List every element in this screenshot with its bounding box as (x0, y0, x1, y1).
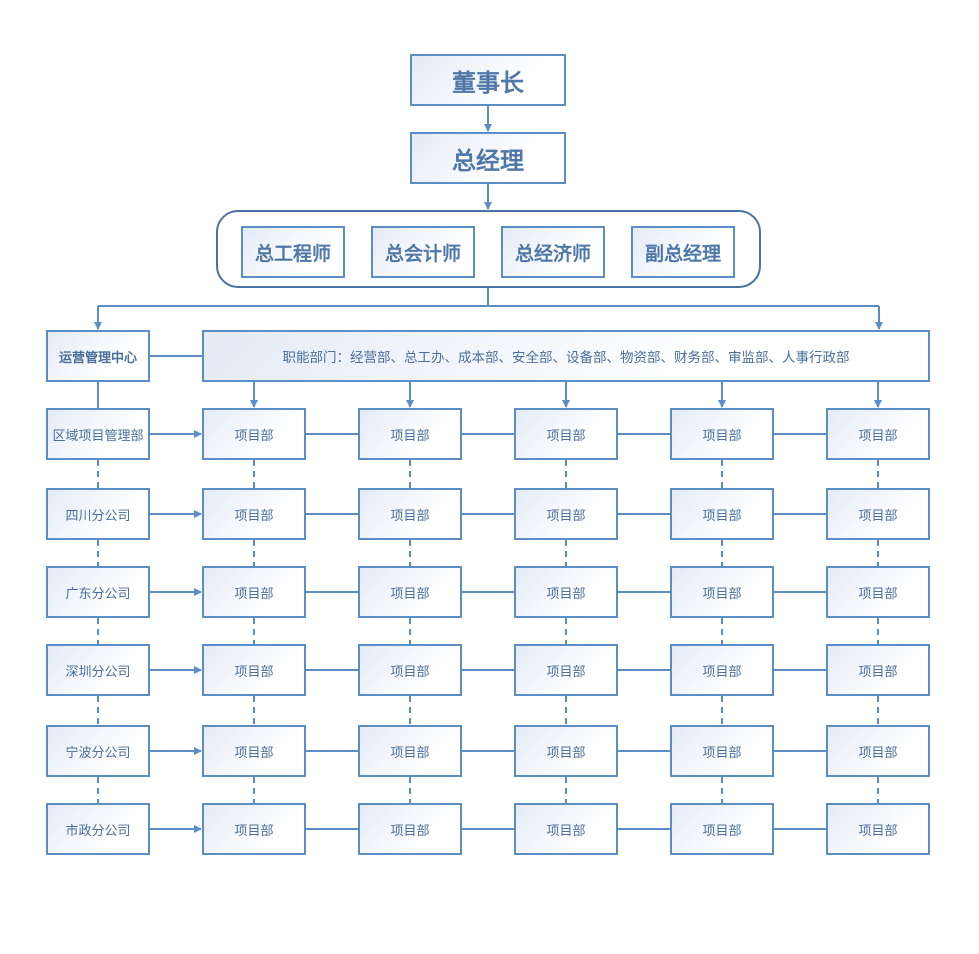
operations-center-box: 运营管理中心 (46, 330, 150, 382)
branch-box: 市政分公司 (46, 803, 150, 855)
project-department-box: 项目部 (358, 488, 462, 540)
project-department-box: 项目部 (826, 803, 930, 855)
project-department-box: 项目部 (202, 488, 306, 540)
project-department-box: 项目部 (202, 644, 306, 696)
project-department-box: 项目部 (358, 644, 462, 696)
project-department-box: 项目部 (358, 803, 462, 855)
general-manager-box: 总经理 (410, 132, 566, 184)
project-department-box: 项目部 (514, 725, 618, 777)
deputy-gm-box: 副总经理 (631, 226, 735, 278)
project-department-box: 项目部 (826, 725, 930, 777)
chairman-box: 董事长 (410, 54, 566, 106)
chief-engineer-box: 总工程师 (241, 226, 345, 278)
project-department-box: 项目部 (670, 408, 774, 460)
branch-box: 广东分公司 (46, 566, 150, 618)
project-department-box: 项目部 (514, 408, 618, 460)
project-department-box: 项目部 (202, 566, 306, 618)
project-department-box: 项目部 (670, 488, 774, 540)
project-department-box: 项目部 (670, 566, 774, 618)
project-department-box: 项目部 (670, 803, 774, 855)
branch-box: 深圳分公司 (46, 644, 150, 696)
branch-box: 宁波分公司 (46, 725, 150, 777)
project-department-box: 项目部 (358, 408, 462, 460)
project-department-box: 项目部 (514, 488, 618, 540)
branch-box: 区域项目管理部 (46, 408, 150, 460)
project-department-box: 项目部 (202, 408, 306, 460)
project-department-box: 项目部 (202, 803, 306, 855)
chief-economist-box: 总经济师 (501, 226, 605, 278)
functional-departments-box: 职能部门：经营部、总工办、成本部、安全部、设备部、物资部、财务部、审监部、人事行… (202, 330, 930, 382)
project-department-box: 项目部 (670, 644, 774, 696)
branch-box: 四川分公司 (46, 488, 150, 540)
project-department-box: 项目部 (358, 725, 462, 777)
project-department-box: 项目部 (358, 566, 462, 618)
project-department-box: 项目部 (826, 488, 930, 540)
chief-accountant-box: 总会计师 (371, 226, 475, 278)
project-department-box: 项目部 (826, 566, 930, 618)
project-department-box: 项目部 (514, 566, 618, 618)
project-department-box: 项目部 (826, 644, 930, 696)
project-department-box: 项目部 (202, 725, 306, 777)
project-department-box: 项目部 (514, 644, 618, 696)
project-department-box: 项目部 (514, 803, 618, 855)
project-department-box: 项目部 (826, 408, 930, 460)
project-department-box: 项目部 (670, 725, 774, 777)
